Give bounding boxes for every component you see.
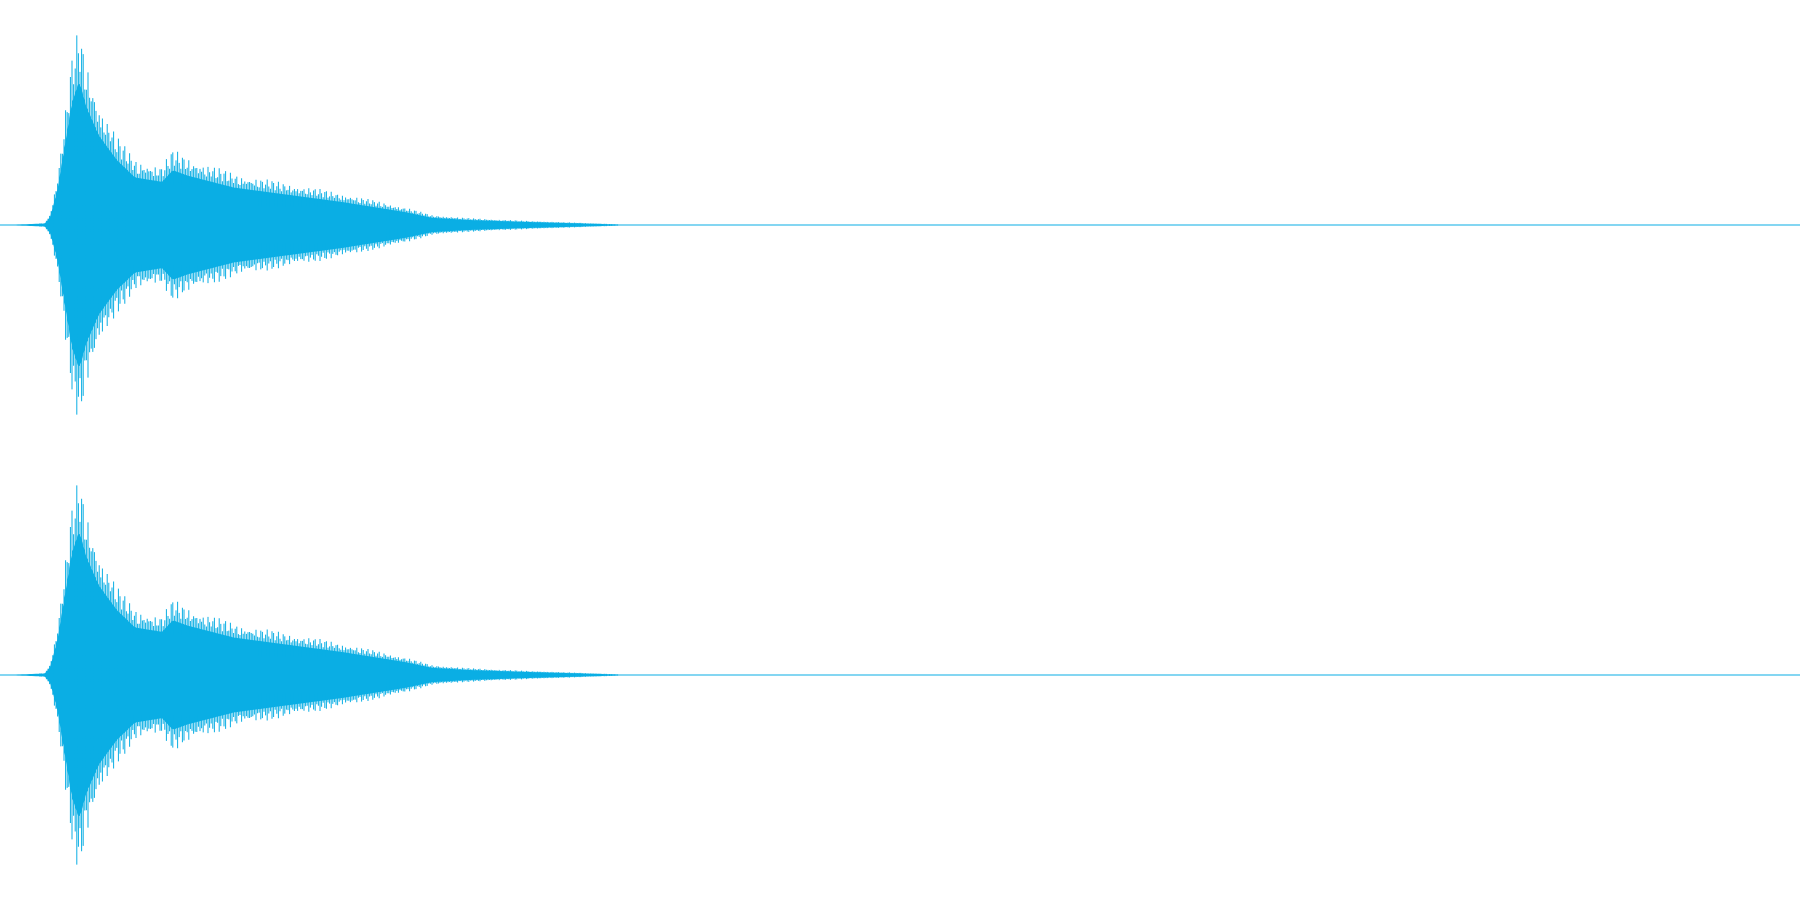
waveform-channel-1 [0, 35, 1800, 415]
waveform-channel-1-plot [0, 35, 1800, 415]
waveform-channel-2 [0, 450, 1800, 900]
channel-1-waveform-strokes [39, 35, 620, 415]
channel-2-waveform-strokes [39, 485, 620, 865]
waveform-channel-2-plot [0, 485, 1800, 865]
